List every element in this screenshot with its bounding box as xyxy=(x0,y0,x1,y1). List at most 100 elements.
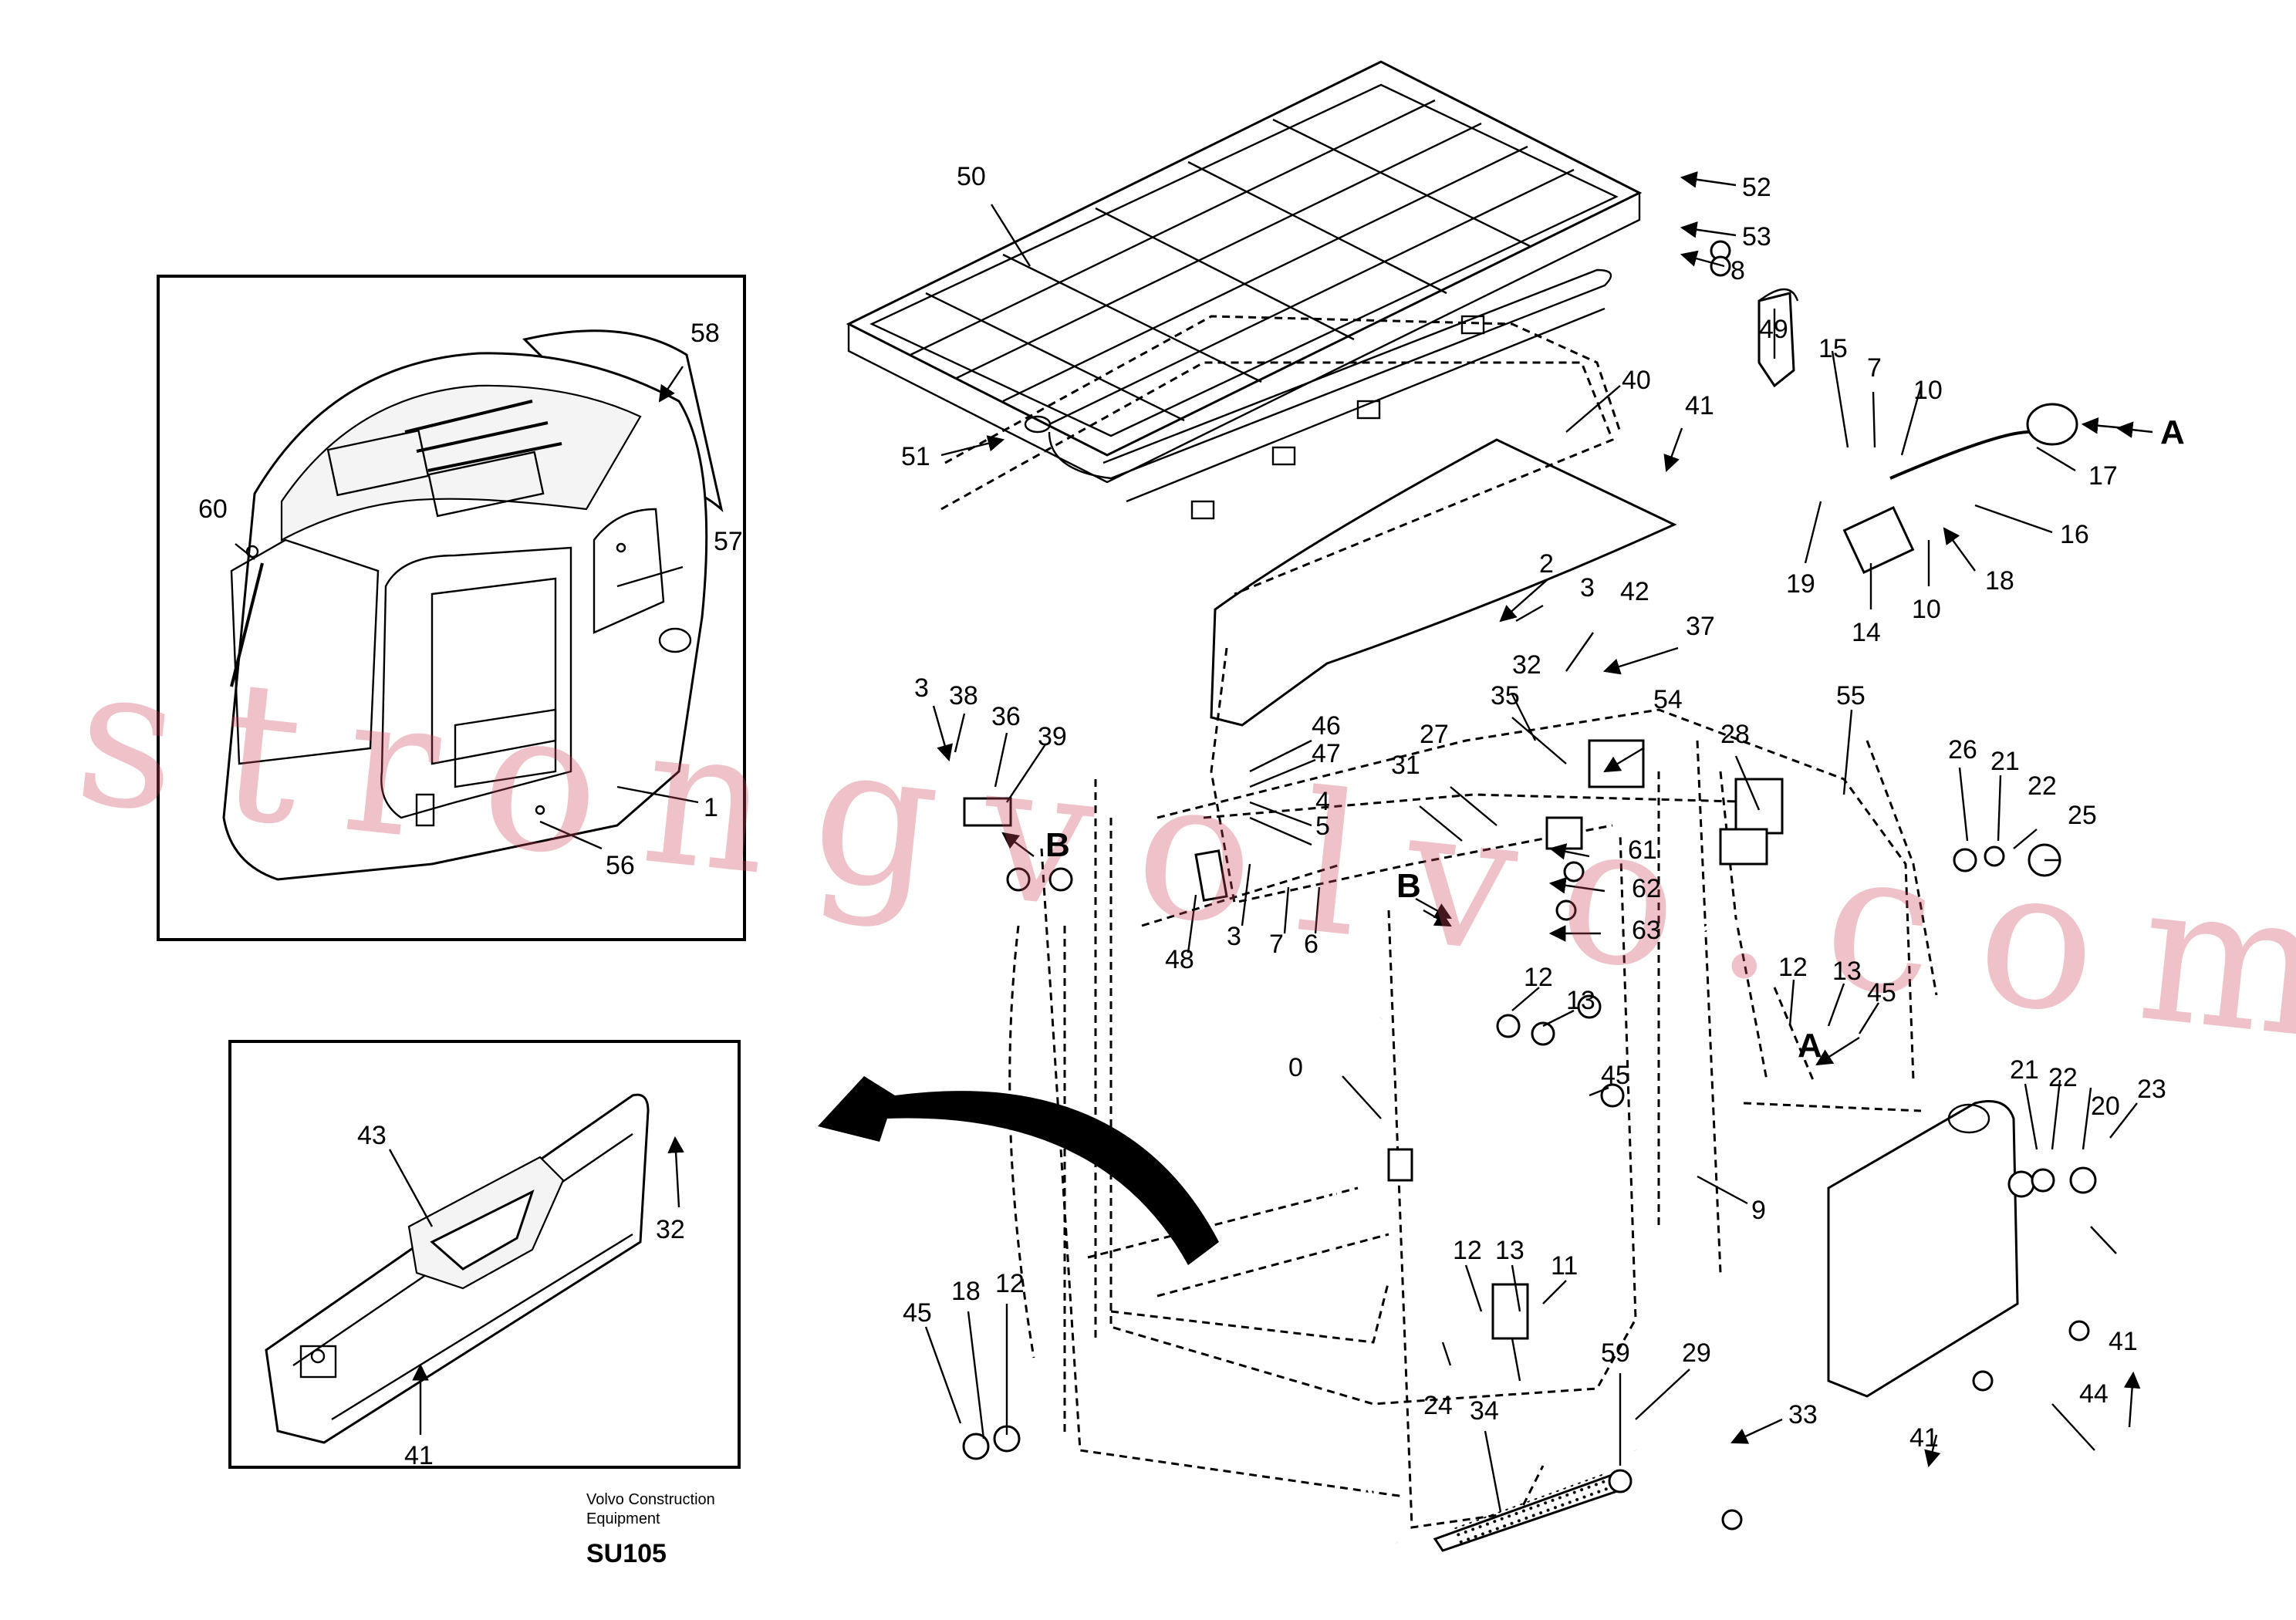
callout-13-center: 13 xyxy=(1566,986,1595,1015)
callout-53: 53 xyxy=(1742,222,1771,251)
callout-18-right: 18 xyxy=(1985,566,2014,596)
callout-5: 5 xyxy=(1315,812,1330,841)
callout-38: 38 xyxy=(949,681,978,710)
callout-8: 8 xyxy=(1730,256,1745,285)
callout-3-mid: 3 xyxy=(1227,922,1241,951)
callout-63: 63 xyxy=(1632,916,1661,945)
drawing-code: SU105 xyxy=(586,1539,667,1568)
callout-22-upper: 22 xyxy=(2028,771,2057,801)
callout-32-center: 32 xyxy=(1512,650,1541,680)
callout-41-bottom: 41 xyxy=(1909,1423,1939,1453)
callout-12-left: 12 xyxy=(995,1269,1025,1298)
callout-45-left: 45 xyxy=(903,1298,932,1328)
callout-41-visor: 41 xyxy=(1685,391,1714,420)
callout-57: 57 xyxy=(714,527,743,556)
callout-10-bottom: 10 xyxy=(1912,595,1941,624)
callout-2: 2 xyxy=(1539,549,1554,579)
callout-35: 35 xyxy=(1491,681,1520,710)
callout-21-upper: 21 xyxy=(1990,747,2020,776)
callout-41-rear: 41 xyxy=(2109,1327,2138,1356)
callout-45-center: 45 xyxy=(1601,1061,1630,1090)
brand-line-1: Volvo Construction xyxy=(586,1491,715,1508)
callout-36: 36 xyxy=(991,702,1021,731)
callout-18-left: 18 xyxy=(951,1277,981,1306)
callout-10-top: 10 xyxy=(1913,376,1943,405)
callout-50: 50 xyxy=(957,162,986,191)
callout-19: 19 xyxy=(1786,569,1815,599)
inset-door-lining xyxy=(228,1040,741,1469)
callout-51: 51 xyxy=(901,442,930,471)
callout-34: 34 xyxy=(1470,1396,1499,1426)
leader-lines xyxy=(235,171,2153,1513)
callout-41-inset: 41 xyxy=(404,1441,434,1470)
callout-9: 9 xyxy=(1751,1196,1766,1225)
view-letter-a-door: A xyxy=(1798,1027,1822,1065)
callout-7-mid: 7 xyxy=(1269,930,1284,959)
callout-12-right: 12 xyxy=(1778,953,1808,982)
view-letter-a-right: A xyxy=(2160,413,2185,451)
curved-pointer-arrow xyxy=(818,1076,1219,1265)
callout-55: 55 xyxy=(1836,681,1866,710)
callout-25: 25 xyxy=(2068,801,2097,830)
callout-7-right: 7 xyxy=(1867,353,1882,383)
callout-21-lower: 21 xyxy=(2010,1055,2039,1085)
callout-3-left: 3 xyxy=(914,673,929,703)
inset-cab-overview xyxy=(157,275,746,941)
callout-24: 24 xyxy=(1423,1391,1453,1420)
callout-48: 48 xyxy=(1165,945,1194,974)
view-letter-b-frame: B xyxy=(1396,867,1421,905)
rear-cover-panel xyxy=(1827,1100,2019,1398)
callout-56: 56 xyxy=(606,851,635,880)
callout-3-upper: 3 xyxy=(1580,573,1595,602)
callout-49: 49 xyxy=(1759,315,1788,344)
callout-26: 26 xyxy=(1948,735,1977,764)
callout-61: 61 xyxy=(1628,835,1657,865)
callout-27: 27 xyxy=(1420,720,1449,749)
brand-line-2: Equipment xyxy=(586,1510,660,1527)
callout-47: 47 xyxy=(1312,739,1341,768)
callout-43: 43 xyxy=(357,1121,387,1150)
callout-62: 62 xyxy=(1632,874,1661,903)
callout-labels: 58 60 57 1 56 43 32 41 50 51 52 53 8 40 … xyxy=(198,162,2185,1470)
callout-37: 37 xyxy=(1686,612,1715,641)
callout-29: 29 xyxy=(1682,1338,1711,1368)
callout-4: 4 xyxy=(1315,787,1330,816)
callout-23: 23 xyxy=(2137,1075,2166,1104)
callout-31: 31 xyxy=(1391,751,1420,780)
callout-28: 28 xyxy=(1720,720,1750,749)
callout-32-inset: 32 xyxy=(656,1215,685,1244)
callout-0: 0 xyxy=(1288,1053,1303,1082)
callout-14: 14 xyxy=(1852,618,1881,647)
callout-13-right: 13 xyxy=(1832,957,1862,986)
callout-39: 39 xyxy=(1038,722,1067,751)
callout-17: 17 xyxy=(2088,461,2118,491)
callout-44: 44 xyxy=(2079,1379,2109,1409)
callout-1: 1 xyxy=(704,793,718,822)
callout-60: 60 xyxy=(198,494,228,524)
callout-59: 59 xyxy=(1601,1338,1630,1368)
callout-12-lower: 12 xyxy=(1453,1236,1482,1265)
callout-40: 40 xyxy=(1622,366,1651,395)
callout-45-right: 45 xyxy=(1867,978,1896,1007)
callout-52: 52 xyxy=(1742,173,1771,202)
callout-12-center: 12 xyxy=(1524,963,1553,992)
watermark: strongvolvo.com xyxy=(67,622,2296,1086)
callout-58: 58 xyxy=(690,319,720,348)
hardware-parts xyxy=(962,240,2097,1531)
callout-11: 11 xyxy=(1551,1251,1578,1281)
callout-33: 33 xyxy=(1788,1400,1818,1429)
callout-46: 46 xyxy=(1312,711,1341,741)
callout-15: 15 xyxy=(1818,334,1848,363)
callout-13-lower: 13 xyxy=(1495,1236,1524,1265)
callout-16: 16 xyxy=(2060,520,2089,549)
callout-42: 42 xyxy=(1620,577,1649,606)
callout-20: 20 xyxy=(2091,1092,2120,1121)
callout-6: 6 xyxy=(1304,930,1319,959)
sun-visor xyxy=(1210,438,1677,727)
callout-22-lower: 22 xyxy=(2048,1063,2078,1092)
roof-rack xyxy=(846,60,1643,520)
drawing-footer: Volvo Construction Equipment SU105 xyxy=(586,1491,715,1568)
cab-frame xyxy=(940,315,1938,1529)
callout-54: 54 xyxy=(1653,685,1683,714)
